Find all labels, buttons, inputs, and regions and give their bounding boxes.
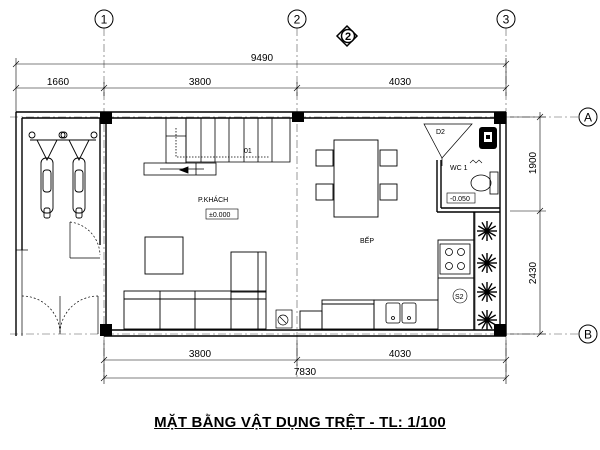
porch-folding-door	[16, 221, 101, 336]
dim-top-seg-3: 4030	[389, 77, 412, 88]
svg-text:B: B	[584, 328, 592, 342]
door-tag-s2	[452, 288, 468, 304]
walls	[15, 111, 507, 337]
dimension-bottom	[100, 340, 510, 384]
dim-right-seg-1: 1900	[528, 151, 539, 174]
stair-mark: 01	[244, 148, 252, 155]
wc-door	[423, 123, 473, 166]
coffee-table	[144, 236, 184, 275]
dim-top-seg-2: 3800	[189, 77, 212, 88]
level-tag-living	[205, 208, 239, 220]
svg-text:1: 1	[101, 13, 108, 27]
stove-icon	[439, 243, 471, 275]
floor-drain-icon	[275, 309, 293, 329]
drawing-title: MẶT BẰNG VẬT DỤNG TRỆT - TL: 1/100	[154, 414, 446, 431]
floor-plan: 1 2 3 A B 2 9490 1660 3800 4030	[10, 9, 598, 384]
level-living: ±0.000	[209, 212, 230, 219]
sofa-icon	[123, 251, 267, 330]
svg-text:2: 2	[345, 31, 351, 43]
dim-top-seg-1: 1660	[47, 77, 70, 88]
level-tag-wc	[446, 192, 476, 204]
room-name-kitchen: BẾP	[360, 235, 374, 245]
axis-bubble-3: 3	[496, 9, 516, 29]
dim-right-seg-2: 2430	[528, 261, 539, 284]
level-wc: -0.050	[450, 196, 470, 203]
dimension-right	[510, 112, 546, 338]
door-label-s2: S2	[455, 294, 464, 301]
room-name-wc: WC 1	[450, 165, 468, 172]
sink-icon	[385, 302, 417, 324]
kitchen-counter	[299, 239, 475, 330]
plant-icon	[477, 221, 497, 241]
svg-text:2: 2	[294, 13, 301, 27]
axis-bubble-2: 2	[287, 9, 307, 29]
orientation-mark-icon: 2	[335, 24, 359, 48]
plant-icon	[477, 310, 497, 330]
motorbike-icon	[28, 131, 66, 219]
plant-icon	[477, 253, 497, 273]
dim-bottom-seg-1: 3800	[189, 349, 212, 360]
svg-text:3: 3	[503, 13, 510, 27]
axis-bubble-1: 1	[94, 9, 114, 29]
columns	[100, 112, 506, 336]
vent-mark	[469, 159, 483, 164]
motorbike-icon	[60, 131, 98, 219]
room-name-living: P.KHÁCH	[198, 195, 228, 204]
svg-text:A: A	[584, 111, 592, 125]
dim-top-total: 9490	[251, 53, 274, 64]
toilet-icon	[470, 171, 499, 195]
door-label-d2: D2	[436, 129, 445, 136]
dining-table-icon	[315, 139, 398, 218]
water-heater-icon	[479, 127, 497, 149]
staircase	[143, 117, 291, 176]
dim-bottom-seg-2: 4030	[389, 349, 412, 360]
dim-bottom-total: 7830	[294, 367, 317, 378]
plant-icon	[477, 282, 497, 302]
axis-bubble-b: B	[578, 324, 598, 344]
dimension-top	[12, 58, 510, 112]
axis-bubble-a: A	[578, 107, 598, 127]
